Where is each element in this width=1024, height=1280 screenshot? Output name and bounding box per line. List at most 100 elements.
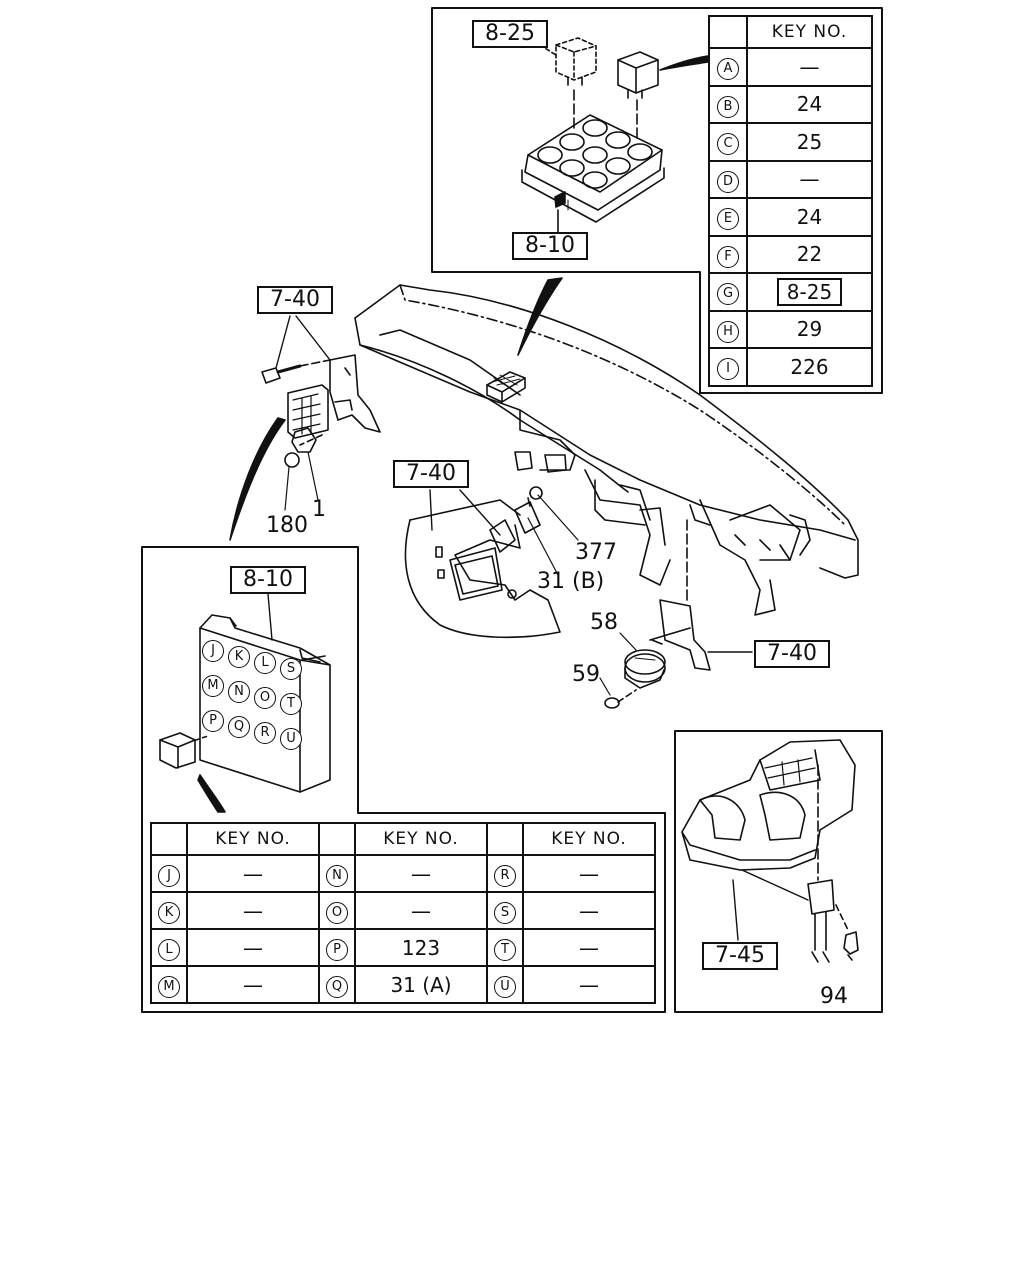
callout-377: 377 xyxy=(575,540,617,565)
key-value-cell: — xyxy=(522,965,656,1004)
key-value-cell: — xyxy=(522,928,656,967)
key-value: — xyxy=(243,935,263,960)
key-value: — xyxy=(799,54,820,79)
key-value: — xyxy=(411,861,431,886)
key-letter-circle: B xyxy=(717,95,739,118)
key-letter-circle: L xyxy=(158,939,180,961)
key-value: — xyxy=(579,935,599,960)
dashboard-beam xyxy=(354,284,859,616)
callout-59: 59 xyxy=(572,662,600,687)
key-row: C 25 xyxy=(708,122,873,162)
ref-7-40-left: 7-40 xyxy=(257,286,333,314)
block-ref-8-10-top: 8-10 xyxy=(512,232,588,260)
grid-letter-u: U xyxy=(280,728,302,750)
key-letter-circle: D xyxy=(717,170,739,193)
key-letter-circle: F xyxy=(717,245,739,268)
ref-7-45: 7-45 xyxy=(702,942,778,970)
key-letter-cell: B xyxy=(708,84,748,124)
key-value: 25 xyxy=(796,129,823,154)
key-letter-circle: A xyxy=(717,58,739,81)
key-letter-cell: K xyxy=(150,891,188,930)
key-letter-circle: N xyxy=(326,865,348,887)
key-row: D— xyxy=(708,159,873,199)
key-row: F 22 xyxy=(708,234,873,274)
key-letter-circle: S xyxy=(494,902,516,924)
key-letter-cell: C xyxy=(708,122,748,162)
ref-7-40-center: 7-40 xyxy=(393,460,469,488)
grid-letter-k: K xyxy=(228,646,250,668)
key-letter-cell: A xyxy=(708,47,748,87)
key-value: 226 xyxy=(790,354,829,379)
key-letter-cell: T xyxy=(486,928,524,967)
callout-58: 58 xyxy=(590,610,618,635)
key-value: 123 xyxy=(401,935,441,960)
key-letter-cell: E xyxy=(708,197,748,237)
key-value: 24 xyxy=(796,204,823,229)
grid-letter-p: P xyxy=(202,710,224,732)
key-header: KEY NO. xyxy=(746,15,873,49)
key-value-cell: — xyxy=(186,891,320,930)
relay-block-8-10-detail xyxy=(199,614,331,793)
key-value: — xyxy=(243,972,263,997)
grid-letter-l: L xyxy=(254,652,276,674)
right-lower-bracket xyxy=(604,519,711,709)
key-letter-circle: U xyxy=(494,976,516,998)
block-ref-8-10-detail: 8-10 xyxy=(230,566,306,594)
key-row: G 8-25 xyxy=(708,272,873,312)
key-value-cell: 123 xyxy=(354,928,488,967)
key-letter-cell: H xyxy=(708,309,748,349)
ref-7-40-right: 7-40 xyxy=(754,640,830,668)
key-value-cell: 31 (A) xyxy=(354,965,488,1004)
key-value: — xyxy=(579,972,599,997)
grid-letter-q: Q xyxy=(228,716,250,738)
callout-180: 180 xyxy=(266,513,308,538)
key-letter-circle: J xyxy=(158,865,180,887)
relay-solid xyxy=(617,51,709,141)
key-letter-cell: F xyxy=(708,234,748,274)
key-row: L — P 123 T — xyxy=(150,928,656,967)
callout-31b: 31 (B) xyxy=(537,569,605,594)
key-letter-circle: P xyxy=(326,939,348,961)
grid-letter-s: S xyxy=(280,658,302,680)
relay-ref-8-25: 8-25 xyxy=(472,20,548,48)
key-letter-circle: C xyxy=(717,133,739,156)
key-letter-cell: N xyxy=(318,854,356,893)
grid-letter-m: M xyxy=(202,675,224,697)
key-value: — xyxy=(579,861,599,886)
grid-letter-t: T xyxy=(280,693,302,715)
key-value: — xyxy=(243,861,263,886)
lower-center-panel xyxy=(404,486,561,639)
key-value: — xyxy=(799,167,820,192)
key-value-cell: — xyxy=(186,854,320,893)
key-letter-circle: T xyxy=(494,939,516,961)
key-letter-cell: J xyxy=(150,854,188,893)
key-value: 8-25 xyxy=(776,277,843,306)
grid-letter-n: N xyxy=(228,681,250,703)
grid-letter-o: O xyxy=(254,687,276,709)
beam-relay-grid xyxy=(486,371,526,403)
key-value: 29 xyxy=(796,317,823,342)
key-letter-cell: M xyxy=(150,965,188,1004)
key-value-cell: — xyxy=(522,854,656,893)
key-letter-cell: U xyxy=(486,965,524,1004)
key-value-cell: — xyxy=(186,965,320,1004)
key-letter-cell: S xyxy=(486,891,524,930)
key-letter-circle: H xyxy=(717,320,739,343)
key-letter-circle: M xyxy=(158,976,180,998)
small-relay-detail xyxy=(159,732,226,813)
key-row: A— xyxy=(708,47,873,87)
key-letter-cell: P xyxy=(318,928,356,967)
key-value-cell: — xyxy=(522,891,656,930)
key-value-cell: 22 xyxy=(746,234,873,274)
key-value-cell: — xyxy=(354,854,488,893)
key-letter-circle: G xyxy=(717,283,739,306)
key-value: 24 xyxy=(796,92,823,117)
key-row: J—N—R— xyxy=(150,854,656,893)
key-letter-circle: I xyxy=(717,358,739,381)
key-value: — xyxy=(243,898,263,923)
